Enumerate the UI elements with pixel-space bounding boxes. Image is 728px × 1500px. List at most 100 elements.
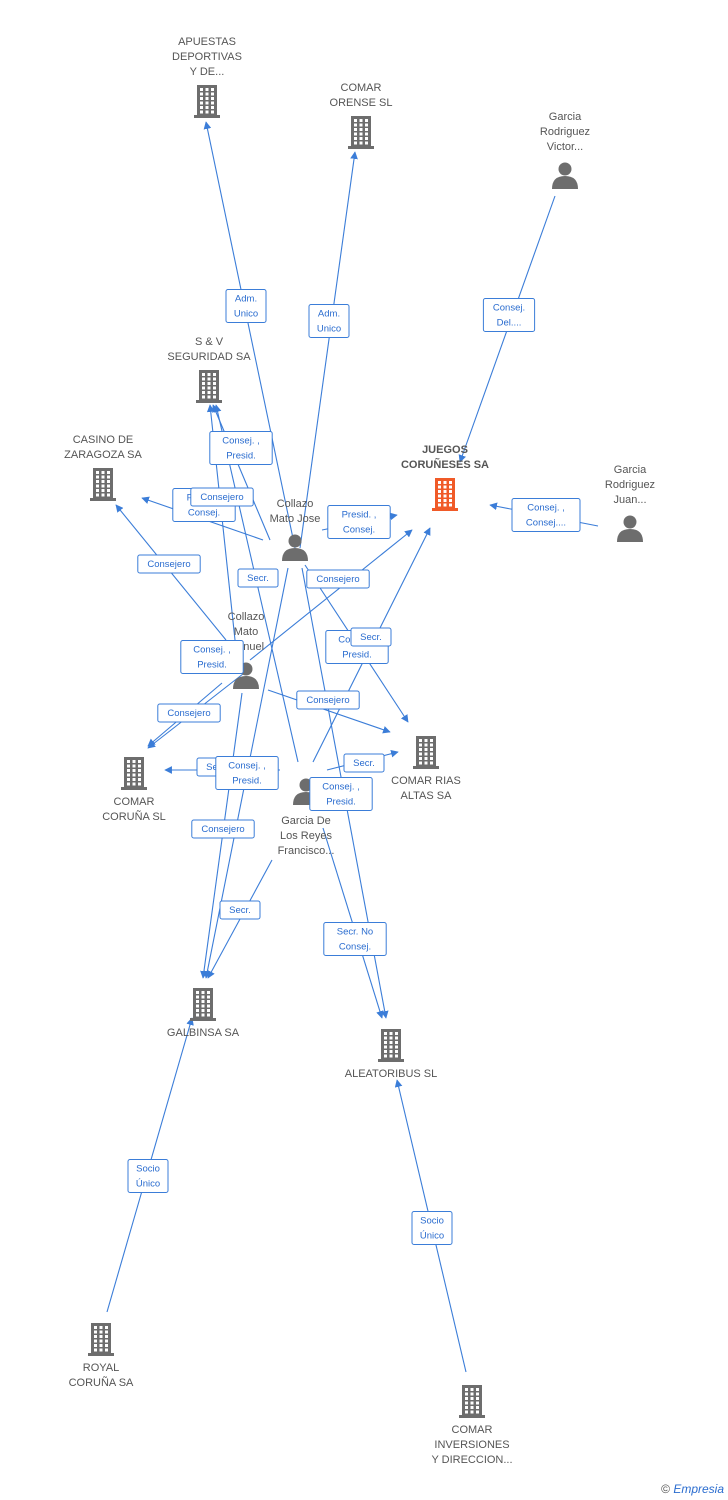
role-badge[interactable]: Consejero bbox=[137, 554, 201, 574]
role-badge[interactable]: Consej.Del.... bbox=[482, 298, 536, 332]
role-badge-text: Presid. bbox=[326, 797, 356, 808]
role-badge-text: Secr. bbox=[229, 905, 251, 916]
node-aleatoribus[interactable]: ALEATORIBUS SL bbox=[345, 1029, 438, 1080]
person-icon bbox=[282, 534, 308, 561]
copyright-symbol: © bbox=[661, 1482, 670, 1496]
role-badge-box bbox=[309, 777, 373, 811]
building-icon bbox=[459, 1385, 485, 1418]
role-badge[interactable]: Consejero bbox=[296, 690, 360, 710]
role-badge-text: Consejero bbox=[306, 695, 349, 706]
building-icon bbox=[432, 478, 458, 511]
node-label: Mato bbox=[234, 626, 258, 638]
role-badge[interactable]: Consejero bbox=[306, 569, 370, 589]
node-label: COMAR bbox=[114, 796, 155, 808]
node-label: Y DE... bbox=[190, 66, 225, 78]
edge-collazo_jose-to-sv bbox=[212, 404, 271, 541]
node-comar_coruna[interactable]: COMAR CORUÑA SL bbox=[102, 757, 166, 823]
edge-collazo_manuel-to-juegos bbox=[249, 529, 413, 661]
role-badge-text: Consej. , bbox=[222, 436, 260, 447]
role-badge[interactable]: Secr. bbox=[237, 568, 279, 588]
role-badge[interactable]: Consej. ,Consej.... bbox=[511, 498, 581, 532]
role-badge-text: Consej. bbox=[339, 942, 371, 953]
role-badge-box bbox=[308, 304, 350, 338]
role-badge[interactable]: Secr. bbox=[350, 627, 392, 647]
role-badge[interactable]: Secr. bbox=[343, 753, 385, 773]
role-badge[interactable]: Consej. ,Presid. bbox=[209, 431, 273, 465]
role-badge[interactable]: Consej. , Presid. bbox=[180, 640, 244, 674]
building-icon bbox=[348, 116, 374, 149]
node-label: Victor... bbox=[547, 141, 583, 153]
role-badge-text: Secr. bbox=[353, 758, 375, 769]
node-royal[interactable]: ROYAL CORUÑA SA bbox=[69, 1323, 134, 1389]
node-label: COMAR bbox=[452, 1424, 493, 1436]
role-badge-box bbox=[190, 487, 254, 507]
role-badge-box bbox=[225, 289, 267, 323]
role-badge-text: Consej. , bbox=[193, 645, 231, 656]
node-label: JUEGOS bbox=[422, 444, 468, 456]
building-icon bbox=[90, 468, 116, 501]
building-icon bbox=[88, 1323, 114, 1356]
node-label: ALEATORIBUS SL bbox=[345, 1068, 438, 1080]
node-label: Y DIRECCION... bbox=[431, 1454, 512, 1466]
edge-collazo_jose-to-comar_orense bbox=[299, 151, 358, 549]
node-label: Garcia bbox=[549, 111, 582, 123]
node-label: ROYAL bbox=[83, 1362, 119, 1374]
role-badge[interactable]: Adm.Unico bbox=[308, 304, 350, 338]
role-badge-text: Consej. , bbox=[527, 503, 565, 514]
node-label: CORUÑA SA bbox=[69, 1376, 134, 1389]
role-badge[interactable]: Consejero bbox=[191, 819, 255, 839]
role-badge-text: Del.... bbox=[497, 318, 522, 329]
role-badge-text: Consejero bbox=[167, 708, 210, 719]
role-badge-box bbox=[219, 900, 261, 920]
node-label: Juan... bbox=[613, 494, 646, 506]
node-galbinsa[interactable]: GALBINSA SA bbox=[167, 988, 240, 1039]
node-label: Garcia bbox=[614, 464, 647, 476]
node-label: CORUÑESES SA bbox=[401, 458, 489, 471]
role-badge-box bbox=[482, 298, 536, 332]
role-badge-text: Consej. bbox=[343, 525, 375, 536]
building-icon bbox=[378, 1029, 404, 1062]
role-badge-box bbox=[157, 703, 221, 723]
node-label: COMAR RIAS bbox=[391, 775, 461, 787]
role-badge[interactable]: Consejero bbox=[157, 703, 221, 723]
node-comar_orense[interactable]: COMAR ORENSE SL bbox=[330, 82, 393, 149]
node-label: CORUÑA SL bbox=[102, 810, 166, 823]
role-badge[interactable]: Secr. bbox=[219, 900, 261, 920]
role-badge[interactable]: Presid. ,Consej. bbox=[327, 505, 391, 539]
footer-brand[interactable]: © Empresia bbox=[661, 1482, 724, 1496]
role-badge[interactable]: Consej. ,Presid. bbox=[309, 777, 373, 811]
node-label: CASINO DE bbox=[73, 434, 134, 446]
role-badge-box bbox=[209, 431, 273, 465]
building-icon bbox=[413, 736, 439, 769]
role-badge-text: Consej. bbox=[188, 508, 220, 519]
role-badge[interactable]: Adm.Unico bbox=[225, 289, 267, 323]
role-badge[interactable]: Consej. ,Presid. bbox=[215, 756, 279, 790]
node-garcia_juan[interactable]: GarciaRodriguezJuan... bbox=[605, 464, 655, 542]
node-garcia_victor[interactable]: GarciaRodriguezVictor... bbox=[540, 111, 590, 189]
role-badge-box bbox=[191, 819, 255, 839]
role-badge-box bbox=[137, 554, 201, 574]
node-label: ORENSE SL bbox=[330, 97, 393, 109]
node-juegos[interactable]: JUEGOS CORUÑESES SA bbox=[401, 444, 489, 511]
node-label: COMAR bbox=[341, 82, 382, 94]
person-icon bbox=[617, 515, 643, 542]
role-badge[interactable]: Consejero bbox=[190, 487, 254, 507]
role-badge-text: Presid. bbox=[197, 660, 227, 671]
role-badge-text: Secr. bbox=[247, 573, 269, 584]
node-label: Rodriguez bbox=[605, 479, 655, 491]
role-badge-box bbox=[327, 505, 391, 539]
node-label: S & V bbox=[195, 336, 224, 348]
